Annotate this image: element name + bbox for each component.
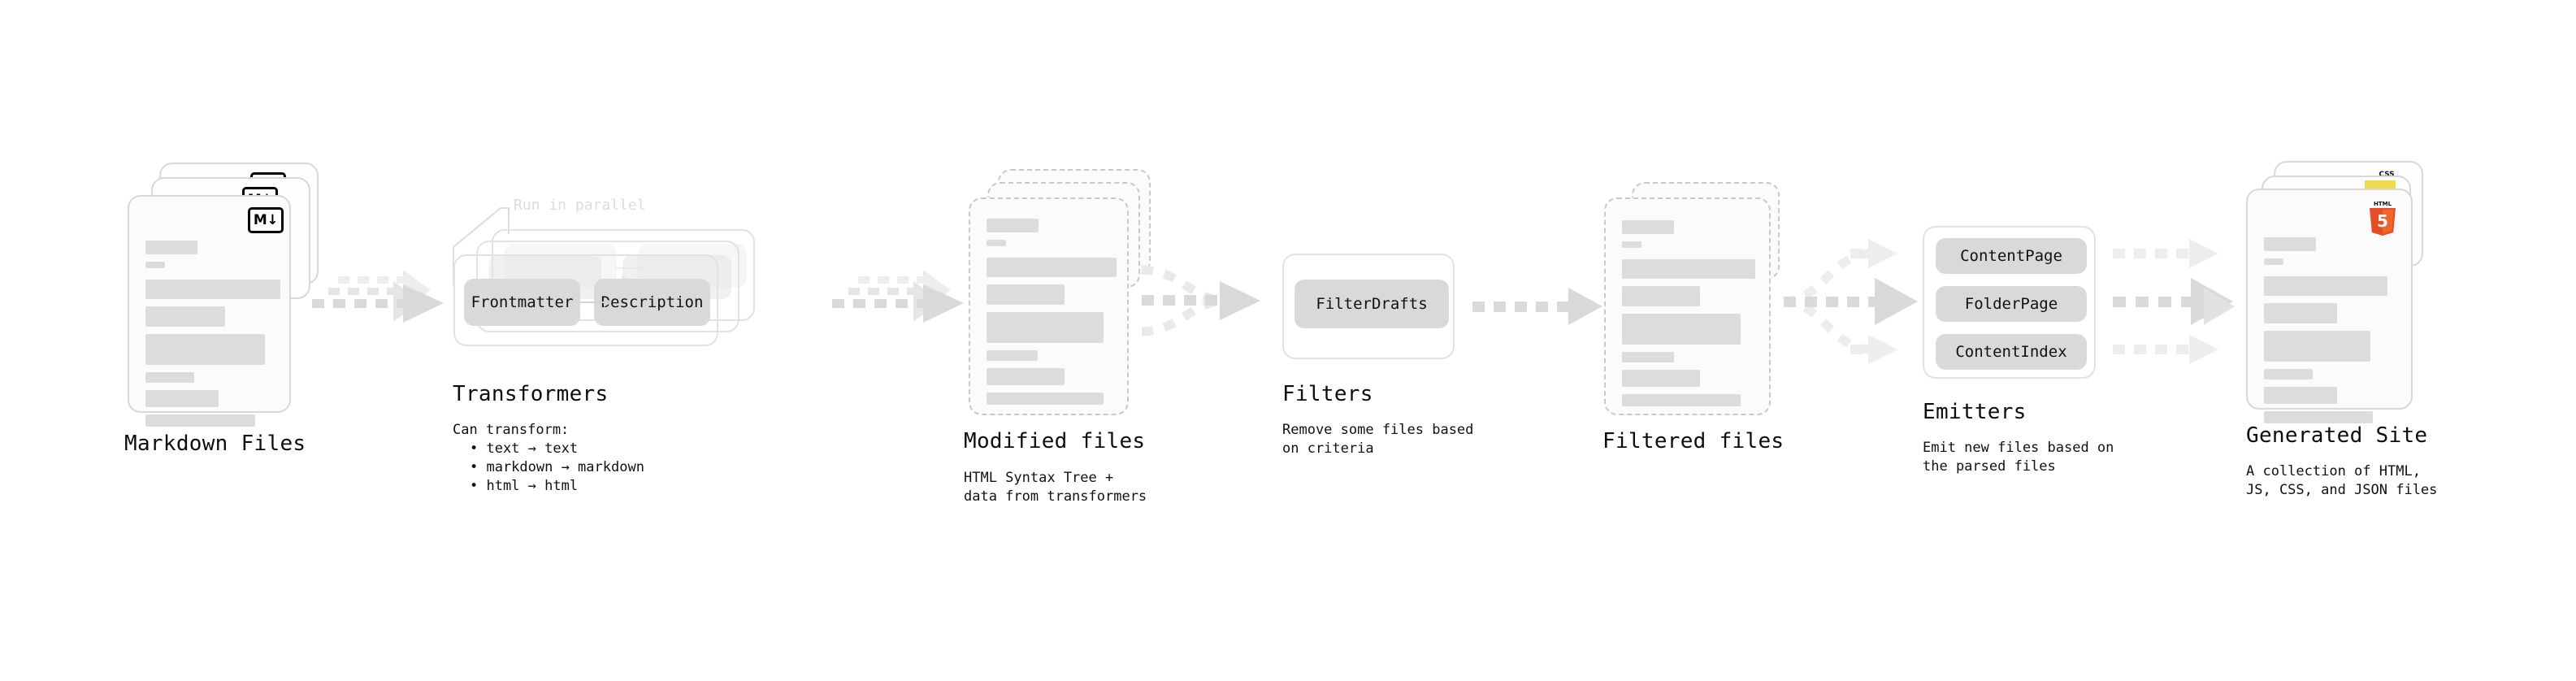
transformer-chip-description[interactable]: Description [594, 279, 710, 326]
skeleton-bar [1622, 370, 1700, 387]
skeleton-bar [2264, 258, 2283, 265]
emitter-chip-contentindex[interactable]: ContentIndex [1936, 334, 2087, 370]
modified-card-front [969, 197, 1129, 415]
transformer-chip-frontmatter[interactable]: Frontmatter [464, 279, 580, 326]
skeleton-bar [2264, 276, 2387, 296]
run-in-parallel-bracket [453, 207, 510, 285]
skeleton-bar [145, 306, 225, 327]
emitter-chip-contentpage[interactable]: ContentPage [1936, 238, 2087, 274]
filtered-card-front [1604, 197, 1771, 415]
skeleton-bar [145, 280, 280, 299]
skeleton-bar [1622, 220, 1674, 234]
transformer-card-front [453, 254, 718, 346]
run-in-parallel-label: Run in parallel [514, 197, 646, 214]
site-skeleton [2264, 237, 2395, 431]
modified-files-subtitle: HTML Syntax Tree + data from transformer… [964, 470, 1147, 505]
transformer-bullet: • html → html [470, 478, 579, 494]
skeleton-bar [987, 284, 1065, 305]
skeleton-bar [145, 334, 265, 365]
skeleton-bar [2264, 331, 2370, 362]
emitters-subtitle: Emit new files based on the parsed files [1923, 440, 2114, 475]
filtered-skeleton [1622, 220, 1755, 414]
skeleton-bar [987, 350, 1038, 361]
arrow-markdown-to-transformers [312, 270, 444, 323]
skeleton-bar [1622, 241, 1641, 248]
skeleton-bar [987, 312, 1104, 343]
skeleton-bar [2264, 237, 2316, 251]
skeleton-bar [145, 414, 255, 427]
transformers-bullets: • text → text • markdown → markdown • ht… [458, 440, 644, 496]
emitters-title: Emitters [1923, 400, 2027, 424]
skeleton-bar [987, 258, 1117, 277]
arrow-into-generated-site [2204, 288, 2235, 325]
modified-skeleton [987, 219, 1117, 412]
filters-title: Filters [1282, 382, 1373, 406]
skeleton-bar [1622, 352, 1674, 362]
generated-site-subtitle: A collection of HTML, JS, CSS, and JSON … [2246, 463, 2438, 498]
skeleton-bar [2264, 411, 2373, 423]
arrow-filtered-to-emitters [1783, 239, 1918, 364]
skeleton-bar [145, 372, 194, 383]
svg-text:5: 5 [2377, 211, 2388, 231]
markdown-skeleton [145, 241, 280, 434]
filters-subtitle: Remove some files based on criteria [1282, 422, 1474, 457]
markdown-badge-icon: M↓ [248, 207, 284, 233]
markdown-files-title: Markdown Files [124, 432, 306, 456]
transformer-bullet: • markdown → markdown [470, 459, 644, 475]
transformer-inner-arrow [579, 297, 612, 307]
filtered-files-title: Filtered files [1602, 429, 1785, 453]
transformers-title: Transformers [453, 382, 609, 406]
skeleton-bar [145, 390, 219, 407]
emitters-box: ContentPage FolderPage ContentIndex [1923, 226, 2096, 379]
skeleton-bar [145, 262, 165, 268]
skeleton-bar [2264, 303, 2337, 323]
arrow-modified-to-filters [1141, 265, 1260, 336]
skeleton-bar [2264, 369, 2313, 380]
generated-site-title: Generated Site [2246, 423, 2428, 448]
skeleton-bar [1622, 259, 1755, 279]
skeleton-bar [987, 393, 1104, 405]
filter-chip-filterdrafts[interactable]: FilterDrafts [1295, 280, 1449, 328]
transformer-bullet: • text → text [470, 440, 579, 457]
html5-badge-icon: HTML 5 [2370, 201, 2396, 236]
arrow-filters-to-filtered [1472, 288, 1602, 325]
skeleton-bar [987, 240, 1006, 246]
svg-text:HTML: HTML [2374, 201, 2392, 207]
svg-text:CSS: CSS [2379, 171, 2394, 179]
markdown-card-front: M↓ [128, 195, 291, 427]
skeleton-bar [987, 368, 1065, 385]
skeleton-bar [2264, 387, 2337, 404]
arrow-transformers-to-modified [832, 270, 964, 323]
emitter-chip-folderpage[interactable]: FolderPage [1936, 286, 2087, 322]
filters-box: FilterDrafts [1282, 254, 1455, 359]
skeleton-bar [1622, 394, 1741, 406]
transformers-subtitle: Can transform: [453, 422, 570, 438]
skeleton-bar [987, 219, 1039, 232]
skeleton-bar [145, 241, 197, 254]
site-card-front: HTML 5 [2246, 189, 2413, 423]
skeleton-bar [1622, 286, 1700, 306]
modified-files-title: Modified files [964, 429, 1146, 453]
skeleton-bar [1622, 314, 1741, 345]
